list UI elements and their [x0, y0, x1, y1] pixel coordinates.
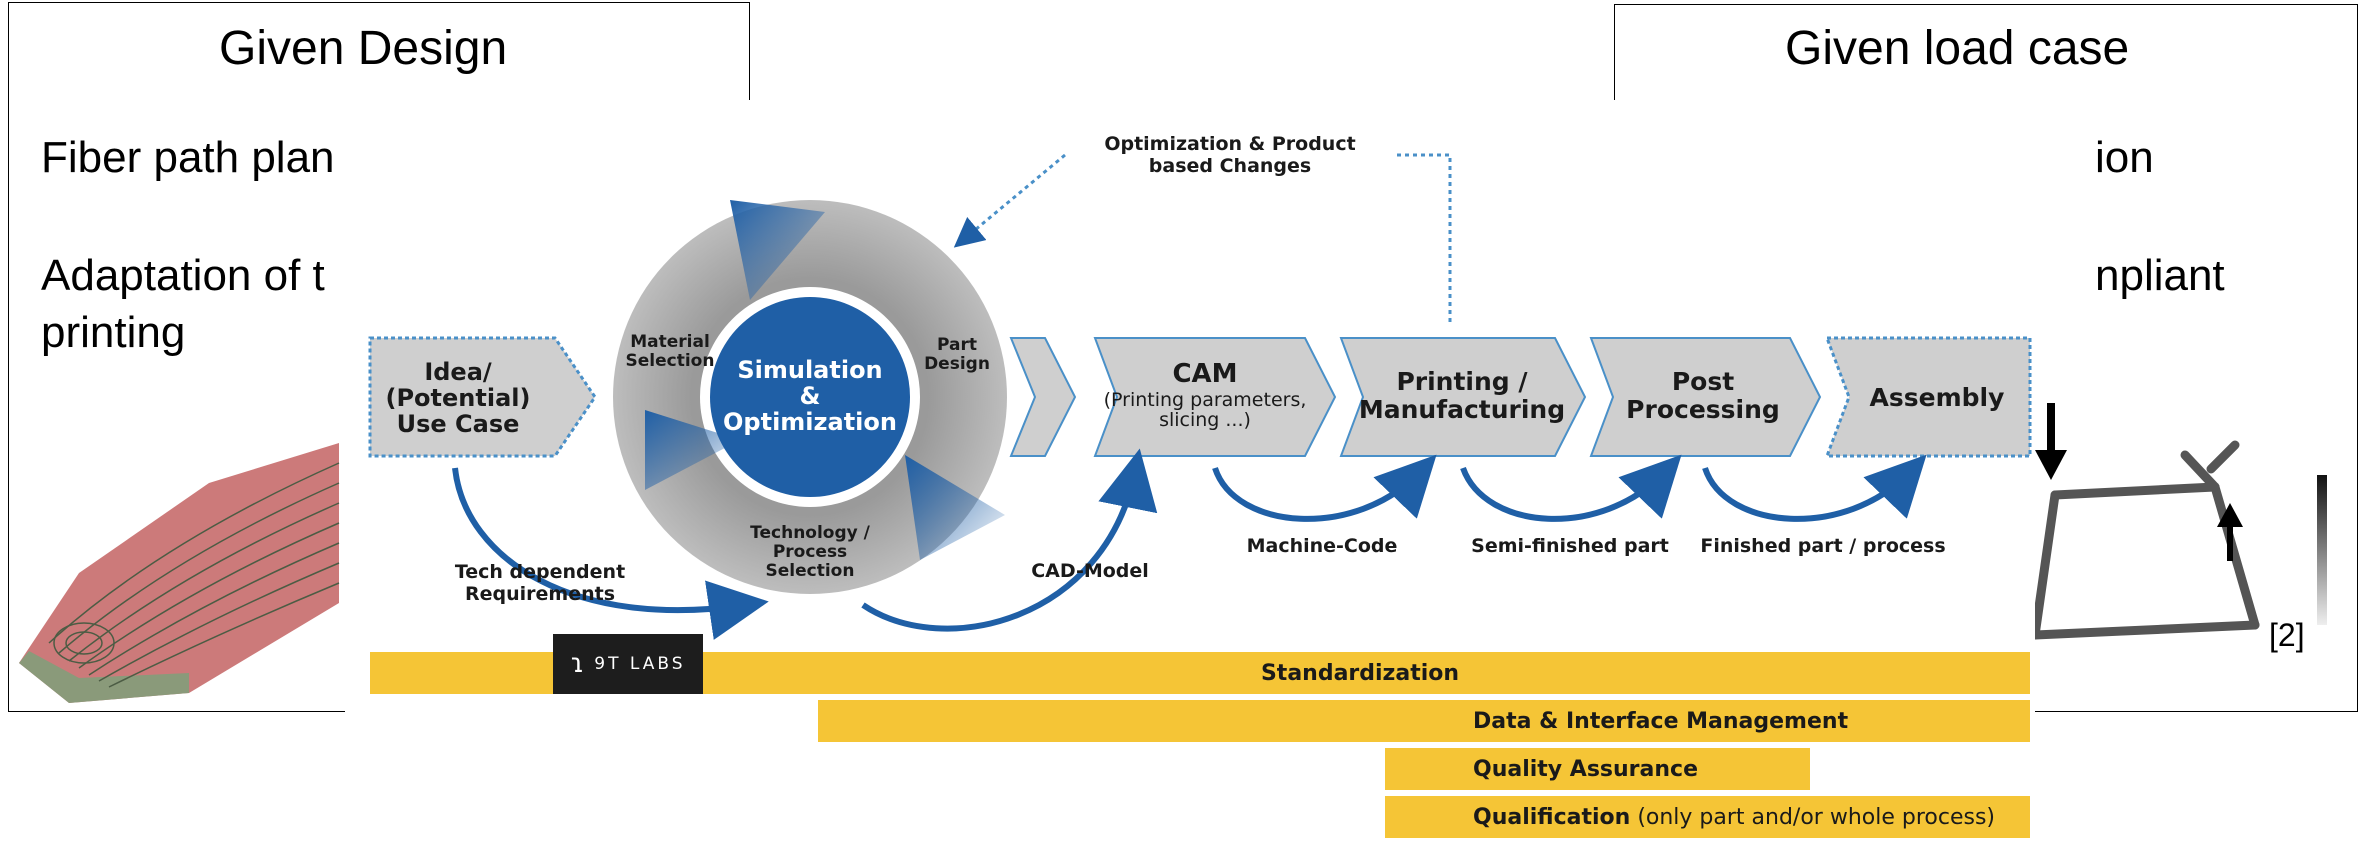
- part-line-2: Design: [924, 354, 990, 374]
- connector-chevron: [1009, 337, 1077, 457]
- tech-req-line-2: Requirements: [465, 583, 615, 605]
- quality-assurance-bar: Quality Assurance: [1385, 748, 1810, 790]
- qualification-detail: (only part and/or whole process): [1630, 804, 1996, 830]
- qualification-bar: Qualification (only part and/or whole pr…: [1385, 796, 2030, 838]
- material-line-2: Selection: [626, 351, 715, 371]
- machine-code-arrow: [1212, 454, 1437, 522]
- process-diagram: Optimization & Product based Changes Ide…: [345, 100, 2035, 842]
- idea-line-1: Idea/: [424, 358, 492, 386]
- brand-mark-icon: ɿ: [570, 649, 585, 679]
- given-design-title: Given Design: [219, 22, 508, 75]
- tech-req-arrow: [452, 467, 769, 640]
- feedback-label-1: Optimization & Product: [1104, 133, 1355, 155]
- feedback-label-2: based Changes: [1149, 155, 1311, 177]
- data-interface-bar: Data & Interface Management: [818, 700, 2030, 742]
- technology-line-2: Process: [773, 542, 847, 562]
- post-processing-step: [1589, 337, 1822, 457]
- standardization-label: Standardization: [1260, 660, 1460, 686]
- assembly-step: [1824, 336, 2032, 458]
- printing-text: printing: [41, 308, 186, 357]
- cam-step: [1093, 337, 1337, 457]
- printing-step: [1339, 337, 1587, 457]
- simulation-line-1: Simulation: [737, 356, 882, 384]
- assembly-label: Assembly: [1870, 383, 2005, 412]
- idea-line-3: Use Case: [397, 410, 520, 438]
- post-line-1: Post: [1672, 367, 1734, 396]
- right-line-2: npliant: [2095, 251, 2225, 300]
- fiber-part-image: [19, 443, 340, 703]
- brand-text: 9T LABS: [594, 654, 686, 674]
- machine-code-label: Machine-Code: [1247, 535, 1398, 557]
- fiber-path-text: Fiber path plan: [41, 133, 335, 182]
- idea-step: [368, 336, 597, 458]
- printing-line-1: Printing /: [1396, 367, 1528, 396]
- feedback-loop-arrow: [953, 153, 1066, 248]
- post-line-2: Processing: [1626, 395, 1780, 424]
- colorbar-legend: [2317, 475, 2327, 625]
- cam-title: CAM: [1172, 359, 1237, 389]
- finished-label: Finished part / process: [1700, 535, 1945, 557]
- cad-model-arrow: [861, 448, 1158, 632]
- semi-finished-arrow: [1460, 454, 1682, 522]
- material-line-1: Material: [630, 332, 710, 352]
- adaptation-text: Adaptation of t: [41, 251, 325, 300]
- cam-sub-1: (Printing parameters,: [1104, 389, 1307, 411]
- quality-assurance-label: Quality Assurance: [1473, 756, 1699, 782]
- simulation-line-2: &: [800, 382, 821, 410]
- simulation-line-3: Optimization: [723, 408, 897, 436]
- semi-finished-label: Semi-finished part: [1471, 535, 1669, 557]
- cam-sub-2: slicing ...): [1159, 409, 1251, 431]
- nine-t-labs-logo: ɿ 9T LABS: [553, 634, 703, 694]
- feedback-loop-line: [1395, 153, 1452, 322]
- simulation-core: [710, 297, 910, 497]
- process-diagram-svg: Optimization & Product based Changes Ide…: [368, 133, 2032, 640]
- data-interface-label: Data & Interface Management: [1473, 708, 1849, 734]
- idea-line-2: (Potential): [386, 384, 531, 412]
- tech-req-line-1: Tech dependent: [455, 561, 625, 583]
- part-line-1: Part: [937, 335, 977, 355]
- printing-line-2: Manufacturing: [1359, 395, 1565, 424]
- qualification-label: Qualification: [1473, 804, 1631, 830]
- right-line-1: ion: [2095, 133, 2154, 182]
- cad-model-label: CAD-Model: [1031, 560, 1149, 582]
- bike-frame-image: [2035, 403, 2327, 640]
- technology-line-1: Technology /: [750, 523, 871, 543]
- reference-label: [2]: [2269, 617, 2305, 653]
- given-load-case-title: Given load case: [1785, 22, 2130, 75]
- technology-line-3: Selection: [766, 561, 855, 581]
- finished-arrow: [1702, 454, 1927, 522]
